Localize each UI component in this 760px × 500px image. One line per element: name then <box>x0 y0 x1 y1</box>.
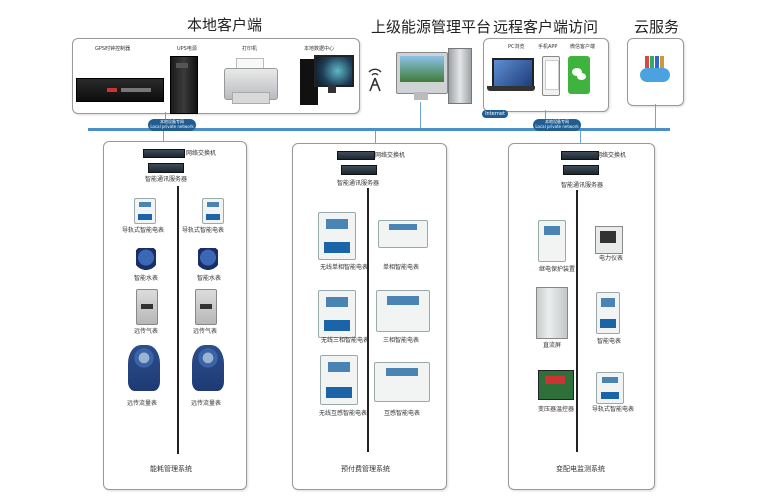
panel3-left-label-2: 直流屏 <box>543 342 562 349</box>
panel3-switch <box>561 151 599 160</box>
panel2-wireless-single-phase <box>318 212 356 260</box>
panel1-left-label-1: 导轨式智能电表 <box>122 227 165 234</box>
laptop-base <box>487 86 535 91</box>
panel2-left-label-1: 无线单相智能电表 <box>320 264 369 271</box>
gps-label: GPS时钟控制器 <box>95 46 131 52</box>
panel2-switch <box>337 151 375 160</box>
panel3-dc-cabinet <box>536 287 568 339</box>
panel2-left-label-3: 无线互感智能电表 <box>319 410 368 417</box>
data-center-label: 本地数据中心 <box>304 46 335 52</box>
bus-drop-1 <box>163 131 164 141</box>
panel3-server <box>563 165 599 175</box>
ups-device <box>170 56 198 114</box>
panel1-gas-meter-right <box>195 289 217 325</box>
prepaid-management-panel <box>292 143 447 490</box>
panel1-left-label-3: 远传气表 <box>134 328 159 335</box>
laptop-screen <box>492 58 534 88</box>
panel2-trunk <box>367 188 369 452</box>
panel1-flow-meter-right <box>192 345 224 391</box>
wechat-icon <box>568 56 590 94</box>
panel1-switch <box>143 149 185 158</box>
remote-client-title: 远程客户端访问 <box>493 18 599 36</box>
printer-label: 打印机 <box>242 46 258 52</box>
panel2-system-title: 预付费管理系统 <box>341 465 390 473</box>
wechat-label: 微信客户端 <box>570 44 596 50</box>
panel1-left-label-4: 远传流量表 <box>127 400 158 407</box>
panel1-water-meter-right <box>198 248 218 272</box>
lan-tag-right-label: 本地设备专网 <box>545 119 569 124</box>
panel2-server <box>341 165 377 175</box>
panel1-water-meter-left <box>136 248 156 272</box>
panel1-server-label: 智能通讯服务器 <box>145 176 188 183</box>
panel1-flow-meter-left <box>128 345 160 391</box>
panel1-right-label-4: 远传流量表 <box>191 400 222 407</box>
panel3-power-meter <box>595 226 623 254</box>
lan-tag-left-label: 本地设备专网 <box>160 119 184 124</box>
lan-tag-right-sublabel: Local private network <box>535 124 579 129</box>
panel1-rail-meter-left <box>134 198 156 224</box>
panel2-wireless-three-phase <box>318 290 356 338</box>
panel3-right-label-2: 智能电表 <box>597 338 622 345</box>
panel3-right-label-3: 导轨式智能电表 <box>592 406 635 413</box>
main-network-bus <box>88 128 670 131</box>
panel1-switch-label: 网络交换机 <box>186 150 217 157</box>
printer-device <box>224 58 278 104</box>
panel3-server-label: 智能通讯服务器 <box>561 182 604 189</box>
panel2-right-label-2: 三相智能电表 <box>383 337 420 344</box>
panel1-rail-meter-right <box>202 198 224 224</box>
panel2-left-label-2: 无线三相智能电表 <box>321 337 370 344</box>
panel1-right-label-1: 导轨式智能电表 <box>182 227 225 234</box>
panel3-right-label-1: 电力仪表 <box>599 255 624 262</box>
panel3-left-label-3: 变压器温控器 <box>538 406 575 413</box>
panel1-system-title: 能耗管理系统 <box>150 465 192 473</box>
local-client-title: 本地客户端 <box>187 16 263 34</box>
substation-monitoring-panel <box>508 143 655 490</box>
energy-management-panel <box>103 141 247 490</box>
pc-label: PC浏览 <box>508 44 525 50</box>
panel3-left-label-1: 继电保护装置 <box>539 266 576 273</box>
panel2-server-label: 智能通讯服务器 <box>337 180 380 187</box>
panel1-right-label-2: 智能水表 <box>197 275 222 282</box>
lan-tag-right: 本地设备专网 Local private network <box>533 119 581 131</box>
panel2-single-phase <box>378 220 428 248</box>
panel1-right-label-3: 远传气表 <box>193 328 218 335</box>
panel2-right-label-3: 互感智能电表 <box>384 410 421 417</box>
cloud-icon <box>640 56 670 86</box>
bus-drop-3 <box>580 131 581 143</box>
panel1-left-label-2: 智能水表 <box>134 275 159 282</box>
internet-tag: Internet <box>482 110 508 118</box>
platform-monitor <box>396 52 448 94</box>
bus-link-platform <box>420 102 421 128</box>
panel3-trunk <box>576 190 578 452</box>
panel1-server <box>148 163 184 173</box>
mobile-phone <box>542 56 560 96</box>
energy-platform-title: 上级能源管理平台 <box>371 18 492 36</box>
panel2-switch-label: 网络交换机 <box>375 152 406 159</box>
platform-tower <box>448 48 472 104</box>
platform-monitor-stand <box>414 92 428 100</box>
data-center-computer <box>300 55 354 105</box>
panel2-three-phase <box>376 290 430 332</box>
bus-drop-2 <box>375 131 376 143</box>
panel1-trunk <box>177 186 179 454</box>
panel2-right-label-1: 单相智能电表 <box>383 264 420 271</box>
wireless-tower-icon <box>367 66 383 92</box>
panel1-gas-meter-left <box>136 289 158 325</box>
lan-tag-left: 本地设备专网 Local private network <box>148 119 196 131</box>
bus-link-cloud <box>655 104 656 128</box>
panel3-transformer-controller <box>538 370 574 400</box>
panel2-ct <box>374 362 430 402</box>
panel2-wireless-ct <box>320 355 358 405</box>
panel3-system-title: 变配电监测系统 <box>556 465 605 473</box>
panel3-smart-meter <box>596 292 620 334</box>
ups-label: UPS电源 <box>177 46 197 52</box>
panel3-switch-label: 网络交换机 <box>596 152 627 159</box>
panel3-rail-meter <box>596 372 624 404</box>
panel3-relay-protection <box>538 220 566 262</box>
gps-clock-device <box>76 78 164 102</box>
cloud-title: 云服务 <box>634 18 680 36</box>
mobile-app-label: 手机APP <box>538 44 558 50</box>
lan-tag-left-sublabel: Local private network <box>150 124 194 129</box>
